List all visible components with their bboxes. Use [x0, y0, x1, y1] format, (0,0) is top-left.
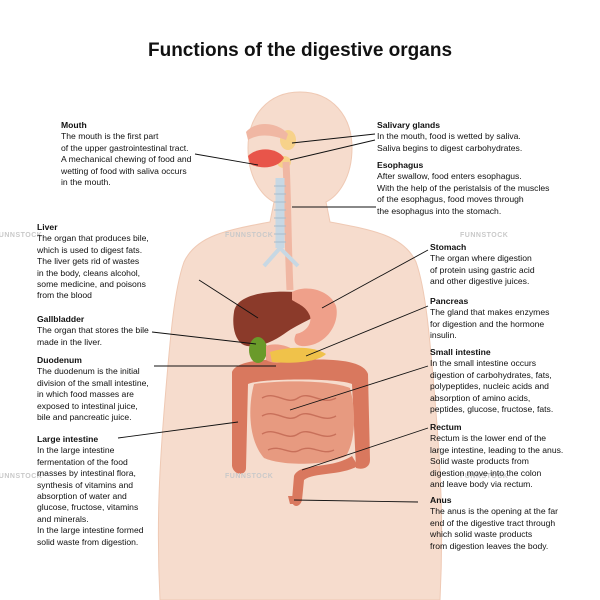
note-salivary-glands: Salivary glands In the mouth, food is we…: [377, 120, 522, 154]
note-heading: Liver: [37, 222, 58, 232]
note-heading: Mouth: [61, 120, 87, 130]
large-intestine: [232, 359, 370, 474]
leader-pancreas: [305, 305, 429, 357]
note-heading: Stomach: [430, 242, 467, 252]
watermark: FUNNSTOCK: [460, 232, 509, 239]
note-text: In the small intestine occurs digestion …: [430, 358, 554, 415]
note-heading: Duodenum: [37, 355, 82, 365]
note-heading: Pancreas: [430, 296, 469, 306]
stomach: [292, 288, 337, 347]
leader-lines: [117, 133, 429, 503]
note-text: Rectum is the lower end of the large int…: [430, 433, 564, 490]
note-anus: Anus The anus is the opening at the far …: [430, 495, 558, 552]
note-text: The mouth is the first part of the upper…: [61, 131, 192, 188]
body-silhouette: [157, 91, 443, 600]
note-text: The duodenum is the initial division of …: [37, 366, 149, 423]
note-text: The organ that stores the bile made in t…: [37, 325, 149, 347]
gallbladder: [249, 337, 267, 363]
leader-small-intestine: [289, 365, 429, 411]
leader-large-intestine: [117, 421, 239, 439]
note-large-intestine: Large intestine In the large intestine f…: [37, 434, 144, 548]
note-text: In the large intestine fermentation of t…: [37, 445, 144, 547]
note-mouth: Mouth The mouth is the first part of the…: [61, 120, 191, 188]
leader-rectum: [301, 427, 429, 471]
note-text: The anus is the opening at the far end o…: [430, 506, 559, 551]
watermark: FUNNSTOCK: [225, 232, 274, 239]
leader-gallbladder: [151, 331, 257, 345]
tongue: [248, 149, 284, 168]
pancreas: [270, 347, 326, 363]
small-intestine: [250, 381, 355, 464]
note-heading: Gallbladder: [37, 314, 85, 324]
leader-mouth: [194, 153, 259, 166]
esophagus: [282, 161, 294, 291]
note-text: The organ where digestion of protein usi…: [430, 253, 535, 287]
leader-salivary-1: [291, 133, 376, 144]
note-liver: Liver The organ that produces bile, whic…: [37, 222, 149, 302]
note-small-intestine: Small intestine In the small intestine o…: [430, 347, 553, 415]
page-title: Functions of the digestive organs: [147, 40, 453, 61]
note-pancreas: Pancreas The gland that makes enzymes fo…: [430, 296, 549, 342]
leader-liver: [198, 279, 259, 319]
note-text: The gland that makes enzymes for digesti…: [430, 307, 550, 341]
small-intestine-loops: [261, 395, 337, 453]
note-esophagus: Esophagus After swallow, food enters eso…: [377, 160, 549, 217]
leader-anus: [293, 499, 419, 503]
note-duodenum: Duodenum The duodenum is the initial div…: [37, 355, 149, 423]
note-heading: Salivary glands: [377, 120, 441, 130]
note-heading: Anus: [430, 495, 452, 505]
leader-stomach: [321, 249, 429, 309]
note-text: After swallow, food enters esophagus. Wi…: [377, 171, 550, 216]
note-text: In the mouth, food is wetted by saliva. …: [377, 131, 523, 153]
bronchi: [262, 246, 300, 268]
note-heading: Esophagus: [377, 160, 424, 170]
nasal-cavity: [246, 123, 288, 140]
rectum: [292, 456, 358, 506]
watermark: FUNNSTOCK: [460, 473, 509, 480]
note-heading: Large intestine: [37, 434, 99, 444]
watermark: FUNNSTOCK: [225, 473, 274, 480]
watermark: FUNNSTOCK: [0, 232, 43, 239]
watermark: FUNNSTOCK: [0, 473, 43, 480]
note-heading: Small intestine: [430, 347, 491, 357]
note-rectum: Rectum Rectum is the lower end of the la…: [430, 422, 563, 490]
note-text: The organ that produces bile, which is u…: [37, 233, 149, 301]
trachea-rings: [274, 185, 286, 243]
leader-salivary-2: [289, 139, 376, 161]
anus-canal: [288, 496, 296, 504]
note-stomach: Stomach The organ where digestion of pro…: [430, 242, 535, 288]
note-heading: Rectum: [430, 422, 462, 432]
note-gallbladder: Gallbladder The organ that stores the bi…: [37, 314, 149, 348]
